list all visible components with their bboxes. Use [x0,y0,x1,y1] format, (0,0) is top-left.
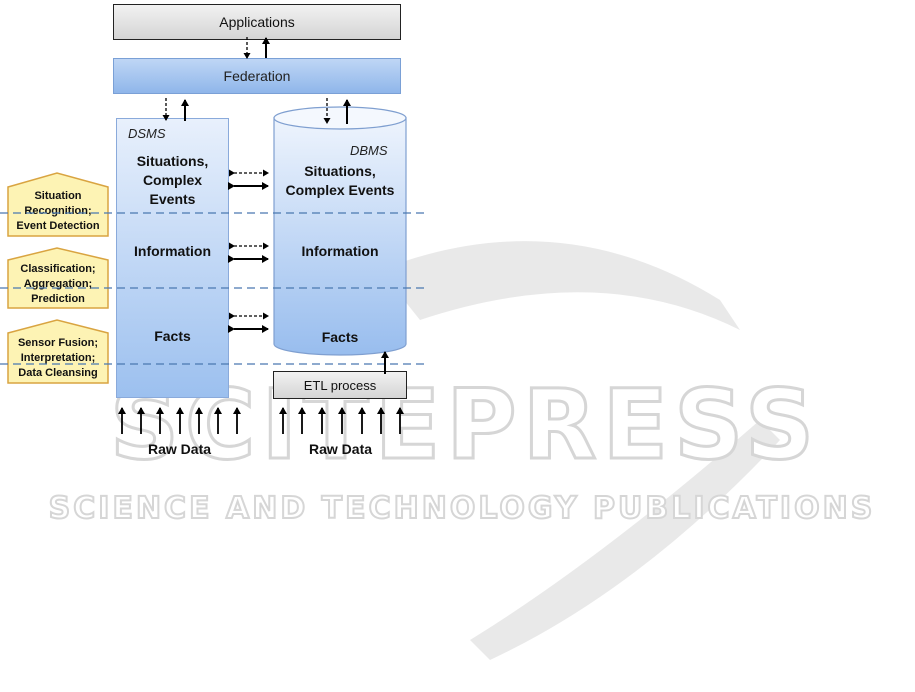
tag-sensor-shape [7,319,109,384]
federation-box: Federation [113,58,401,94]
watermark-main: SCITEPRESS [110,369,820,481]
dsms-information-label: Information [134,243,211,259]
dsms-situations-line-1: Situations, [136,153,209,169]
dsms-facts-label: Facts [154,328,191,344]
dbms-name: DBMS [350,143,388,158]
raw-data-right-arrows [279,407,404,434]
tag-situation-text: Situation Recognition; Event Detection [8,189,108,234]
etl-process-label: ETL process [303,377,377,393]
dbms-situations-line-2: Complex Events [285,182,395,198]
applications-label: Applications [219,14,295,30]
tag-sensor-text: Sensor Fusion; Interpretation; Data Clea… [8,336,108,381]
raw-data-left-arrows [118,407,241,434]
tag-situation-line-2: Recognition; [24,205,92,217]
tag-classification-line-3: Prediction [31,293,85,305]
dbms-situations-line-1: Situations, [304,163,376,179]
dbms-situations-label: Situations, Complex Events [274,162,406,200]
watermark-swoosh [380,241,780,660]
etl-process-box: ETL process [273,371,407,399]
tag-classification-line-1: Classification; [20,263,96,275]
tag-classification-shape [7,247,109,309]
tag-sensor-line-3: Data Cleansing [18,367,98,379]
tag-situation-line-1: Situation [34,190,82,202]
tag-classification-line-2: Aggregation; [23,278,93,290]
raw-data-left-label: Raw Data [148,441,212,457]
tag-sensor-line-1: Sensor Fusion; [17,337,99,349]
tag-situation-line-3: Event Detection [16,220,100,232]
dsms-situations-label: Situations, Complex Events [116,152,229,209]
applications-box: Applications [113,4,401,40]
watermark-sub: SCIENCE AND TECHNOLOGY PUBLICATIONS [49,491,876,526]
dsms-name: DSMS [128,126,166,141]
tag-sensor-line-2: Interpretation; [20,352,96,364]
dsms-box [116,118,229,398]
dsms-situations-line-2: Complex [142,172,203,188]
tag-classification-text: Classification; Aggregation; Prediction [8,262,108,307]
dsms-situations-line-3: Events [149,191,196,207]
raw-data-right-label: Raw Data [309,441,373,457]
dbms-facts-label: Facts [321,329,359,345]
dbms-information-label: Information [301,243,379,259]
federation-label: Federation [223,68,291,84]
tag-situation-shape [7,172,109,237]
